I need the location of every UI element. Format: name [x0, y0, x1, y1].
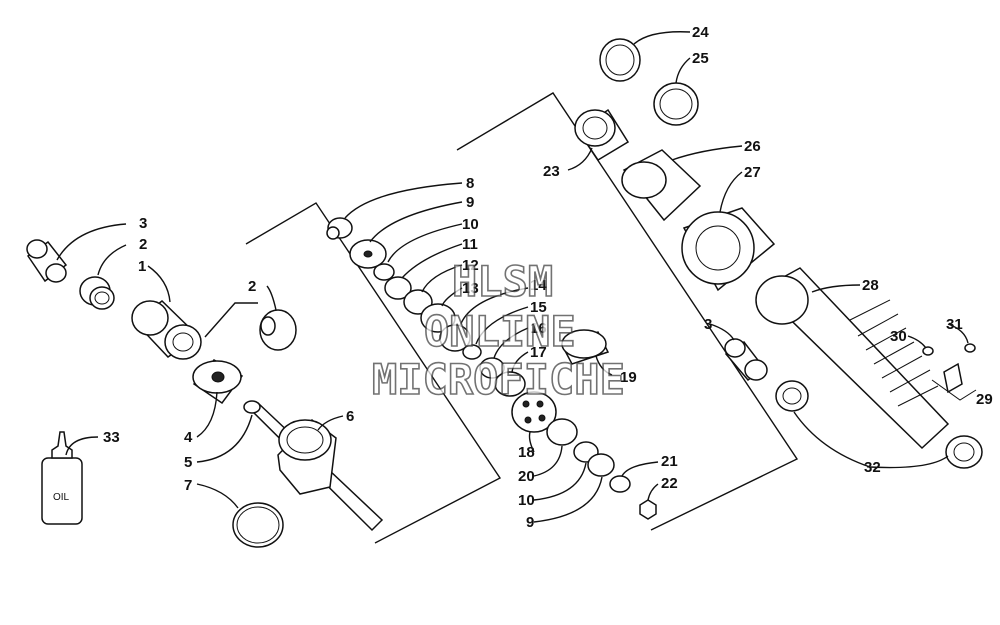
part-3-bushing	[26, 239, 68, 283]
part-14-shim	[439, 324, 471, 352]
valve-group-box	[456, 92, 799, 531]
oil-bottle-label: OIL	[53, 492, 70, 503]
part-18-piston	[511, 391, 557, 433]
part-32b-eyelet	[945, 435, 983, 469]
callout-7: 7	[184, 477, 192, 494]
callout-33: 33	[103, 429, 120, 446]
callout-15: 15	[530, 299, 547, 316]
watermark: HLSM ONLINE MICROFICHE	[371, 256, 625, 405]
part-24-o-ring	[599, 38, 641, 82]
callout-9: 9	[466, 194, 474, 211]
part-15-shim	[462, 344, 482, 360]
part-17-shim	[494, 371, 526, 397]
callout-22: 22	[661, 475, 678, 492]
part-7-o-ring	[232, 502, 284, 548]
callout-14: 14	[530, 277, 547, 294]
callout-11: 11	[462, 236, 478, 253]
part-29-31-schrader-valve	[922, 343, 977, 401]
callout-13: 13	[462, 280, 479, 297]
piston-group-box	[245, 202, 502, 544]
callout-21: 21	[661, 453, 678, 470]
watermark-line2: ONLINE	[424, 307, 576, 356]
callout-29: 29	[976, 391, 993, 408]
callout-27: 27	[744, 164, 761, 181]
part-27-preload-ring	[681, 207, 776, 292]
callout-9b: 9	[526, 514, 534, 531]
callout-numbers: 3 2 1 2 4 5 6 7 33 8 9 10 11 12 13 14 15…	[53, 24, 993, 531]
part-33-oil-bottle	[41, 431, 83, 525]
part-8-bushing	[326, 217, 353, 240]
watermark-line1: HLSM	[452, 257, 553, 306]
watermark-line3: MICROFICHE	[372, 355, 625, 404]
part-3b-bushing	[724, 338, 768, 382]
part-23-seal-head	[574, 108, 630, 162]
callout-16: 16	[530, 320, 547, 337]
callout-26: 26	[744, 138, 761, 155]
part-13-shim	[420, 303, 456, 333]
leader-lines	[56, 31, 969, 523]
callout-6: 6	[346, 408, 354, 425]
callout-10b: 10	[518, 492, 535, 509]
part-20-washer	[546, 418, 578, 446]
callout-20: 20	[518, 468, 535, 485]
callout-2b: 2	[248, 278, 256, 295]
callout-3: 3	[139, 215, 147, 232]
part-19-cup	[560, 329, 610, 365]
callout-4: 4	[184, 429, 193, 446]
callout-8: 8	[466, 175, 474, 192]
rod-group-box	[204, 302, 258, 338]
part-10-washer	[373, 263, 395, 281]
part-1-eyelet	[131, 300, 202, 360]
part-25-ring	[653, 82, 699, 126]
part-11-shim	[384, 276, 412, 300]
part-2b-spacer	[259, 309, 297, 351]
callout-5: 5	[184, 454, 192, 471]
callout-1: 1	[138, 258, 146, 275]
callout-30: 30	[890, 328, 907, 345]
part-21-washer	[609, 475, 631, 493]
part-22-nut	[639, 499, 657, 520]
part-16-shim	[479, 357, 505, 379]
callout-24: 24	[692, 24, 709, 41]
part-32-bushing	[775, 380, 809, 412]
callout-28: 28	[862, 277, 879, 294]
callout-12: 12	[462, 257, 479, 274]
part-28-shock-body	[755, 267, 950, 450]
callout-23: 23	[543, 163, 560, 180]
part-26-sleeve	[621, 149, 702, 222]
callout-10: 10	[462, 216, 479, 233]
callout-2: 2	[139, 236, 147, 253]
part-9b-washer	[587, 453, 615, 477]
callout-17: 17	[530, 344, 547, 361]
callout-19: 19	[620, 369, 637, 386]
callout-32: 32	[864, 459, 881, 476]
callout-25: 25	[692, 50, 709, 67]
callout-18: 18	[518, 444, 535, 461]
part-4-bumper	[192, 359, 244, 405]
callout-3b: 3	[704, 316, 712, 333]
part-2-spacer	[79, 276, 115, 310]
callout-31: 31	[946, 316, 963, 333]
